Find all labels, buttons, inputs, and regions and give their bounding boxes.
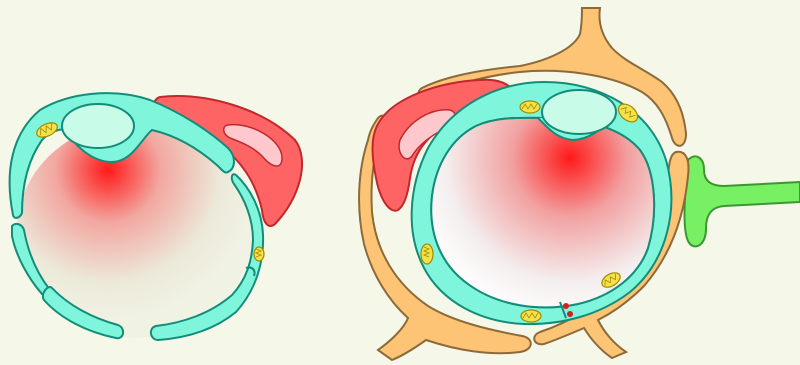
left-capillary xyxy=(10,93,302,340)
right-mitochondrion-1 xyxy=(520,101,540,113)
right-mitochondrion-4 xyxy=(521,310,541,322)
right-lumen xyxy=(431,118,654,308)
right-endothelial-nucleus xyxy=(542,90,616,134)
left-mitochondrion-2 xyxy=(254,247,264,261)
neuron-process xyxy=(685,156,800,246)
left-endothelial-nucleus xyxy=(62,104,134,148)
right-capillary xyxy=(359,8,800,360)
right-mitochondrion-3 xyxy=(421,244,433,264)
